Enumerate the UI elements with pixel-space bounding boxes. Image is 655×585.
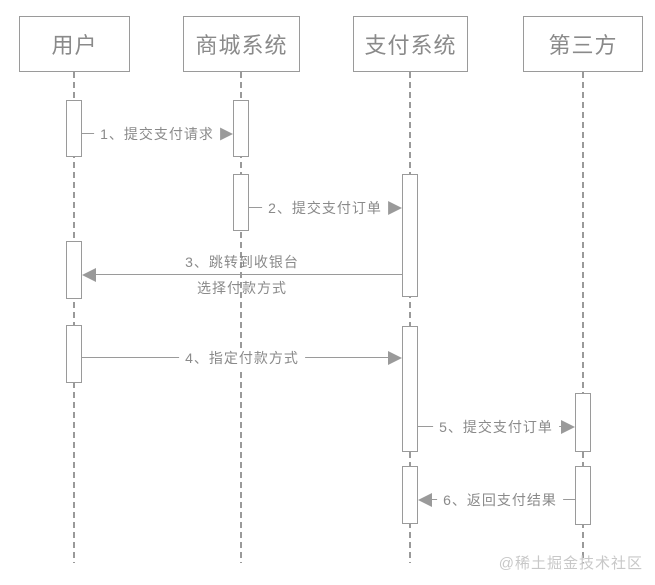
lifeline-payment-system xyxy=(409,72,411,563)
message-3-line xyxy=(95,274,402,275)
actor-label-payment-system: 支付系统 xyxy=(364,33,457,58)
activation-user-3 xyxy=(66,325,82,383)
message-4-arrowhead-icon xyxy=(388,351,402,365)
activation-payment-2 xyxy=(402,326,418,452)
actor-label-mall-system: 商城系统 xyxy=(195,33,288,58)
activation-mall-2 xyxy=(233,174,249,231)
message-6-arrowhead-icon xyxy=(418,493,432,507)
actor-box-payment-system: 支付系统 xyxy=(353,16,468,72)
message-4-label: 4、指定付款方式 xyxy=(179,348,305,368)
message-1-arrowhead-icon xyxy=(219,127,233,141)
message-3-label-line1: 3、跳转到收银台 xyxy=(185,254,299,270)
message-1-label: 1、提交支付请求 xyxy=(94,124,220,144)
actor-box-user: 用户 xyxy=(19,16,130,72)
activation-mall-1 xyxy=(233,100,249,157)
actor-label-user: 用户 xyxy=(51,33,98,58)
actor-label-third-party: 第三方 xyxy=(548,33,618,58)
actor-box-third-party: 第三方 xyxy=(523,16,643,72)
activation-user-2 xyxy=(66,241,82,299)
lifeline-user xyxy=(73,72,75,563)
activation-user-1 xyxy=(66,100,82,157)
message-2-label: 2、提交支付订单 xyxy=(262,198,388,218)
message-2-arrowhead-icon xyxy=(388,201,402,215)
message-5-arrowhead-icon xyxy=(561,420,575,434)
message-3-label-line2: 选择付款方式 xyxy=(197,280,287,296)
activation-payment-3 xyxy=(402,466,418,524)
activation-payment-1 xyxy=(402,174,418,297)
message-3-arrowhead-icon xyxy=(82,268,96,282)
activation-third-2 xyxy=(575,466,591,525)
watermark: @稀土掘金技术社区 xyxy=(498,555,643,572)
lifeline-third-party xyxy=(582,72,584,563)
message-5-label: 5、提交支付订单 xyxy=(433,417,559,437)
actor-box-mall-system: 商城系统 xyxy=(183,16,300,72)
lifeline-mall-system xyxy=(240,72,242,563)
message-6-label: 6、返回支付结果 xyxy=(437,490,563,510)
activation-third-1 xyxy=(575,393,591,452)
